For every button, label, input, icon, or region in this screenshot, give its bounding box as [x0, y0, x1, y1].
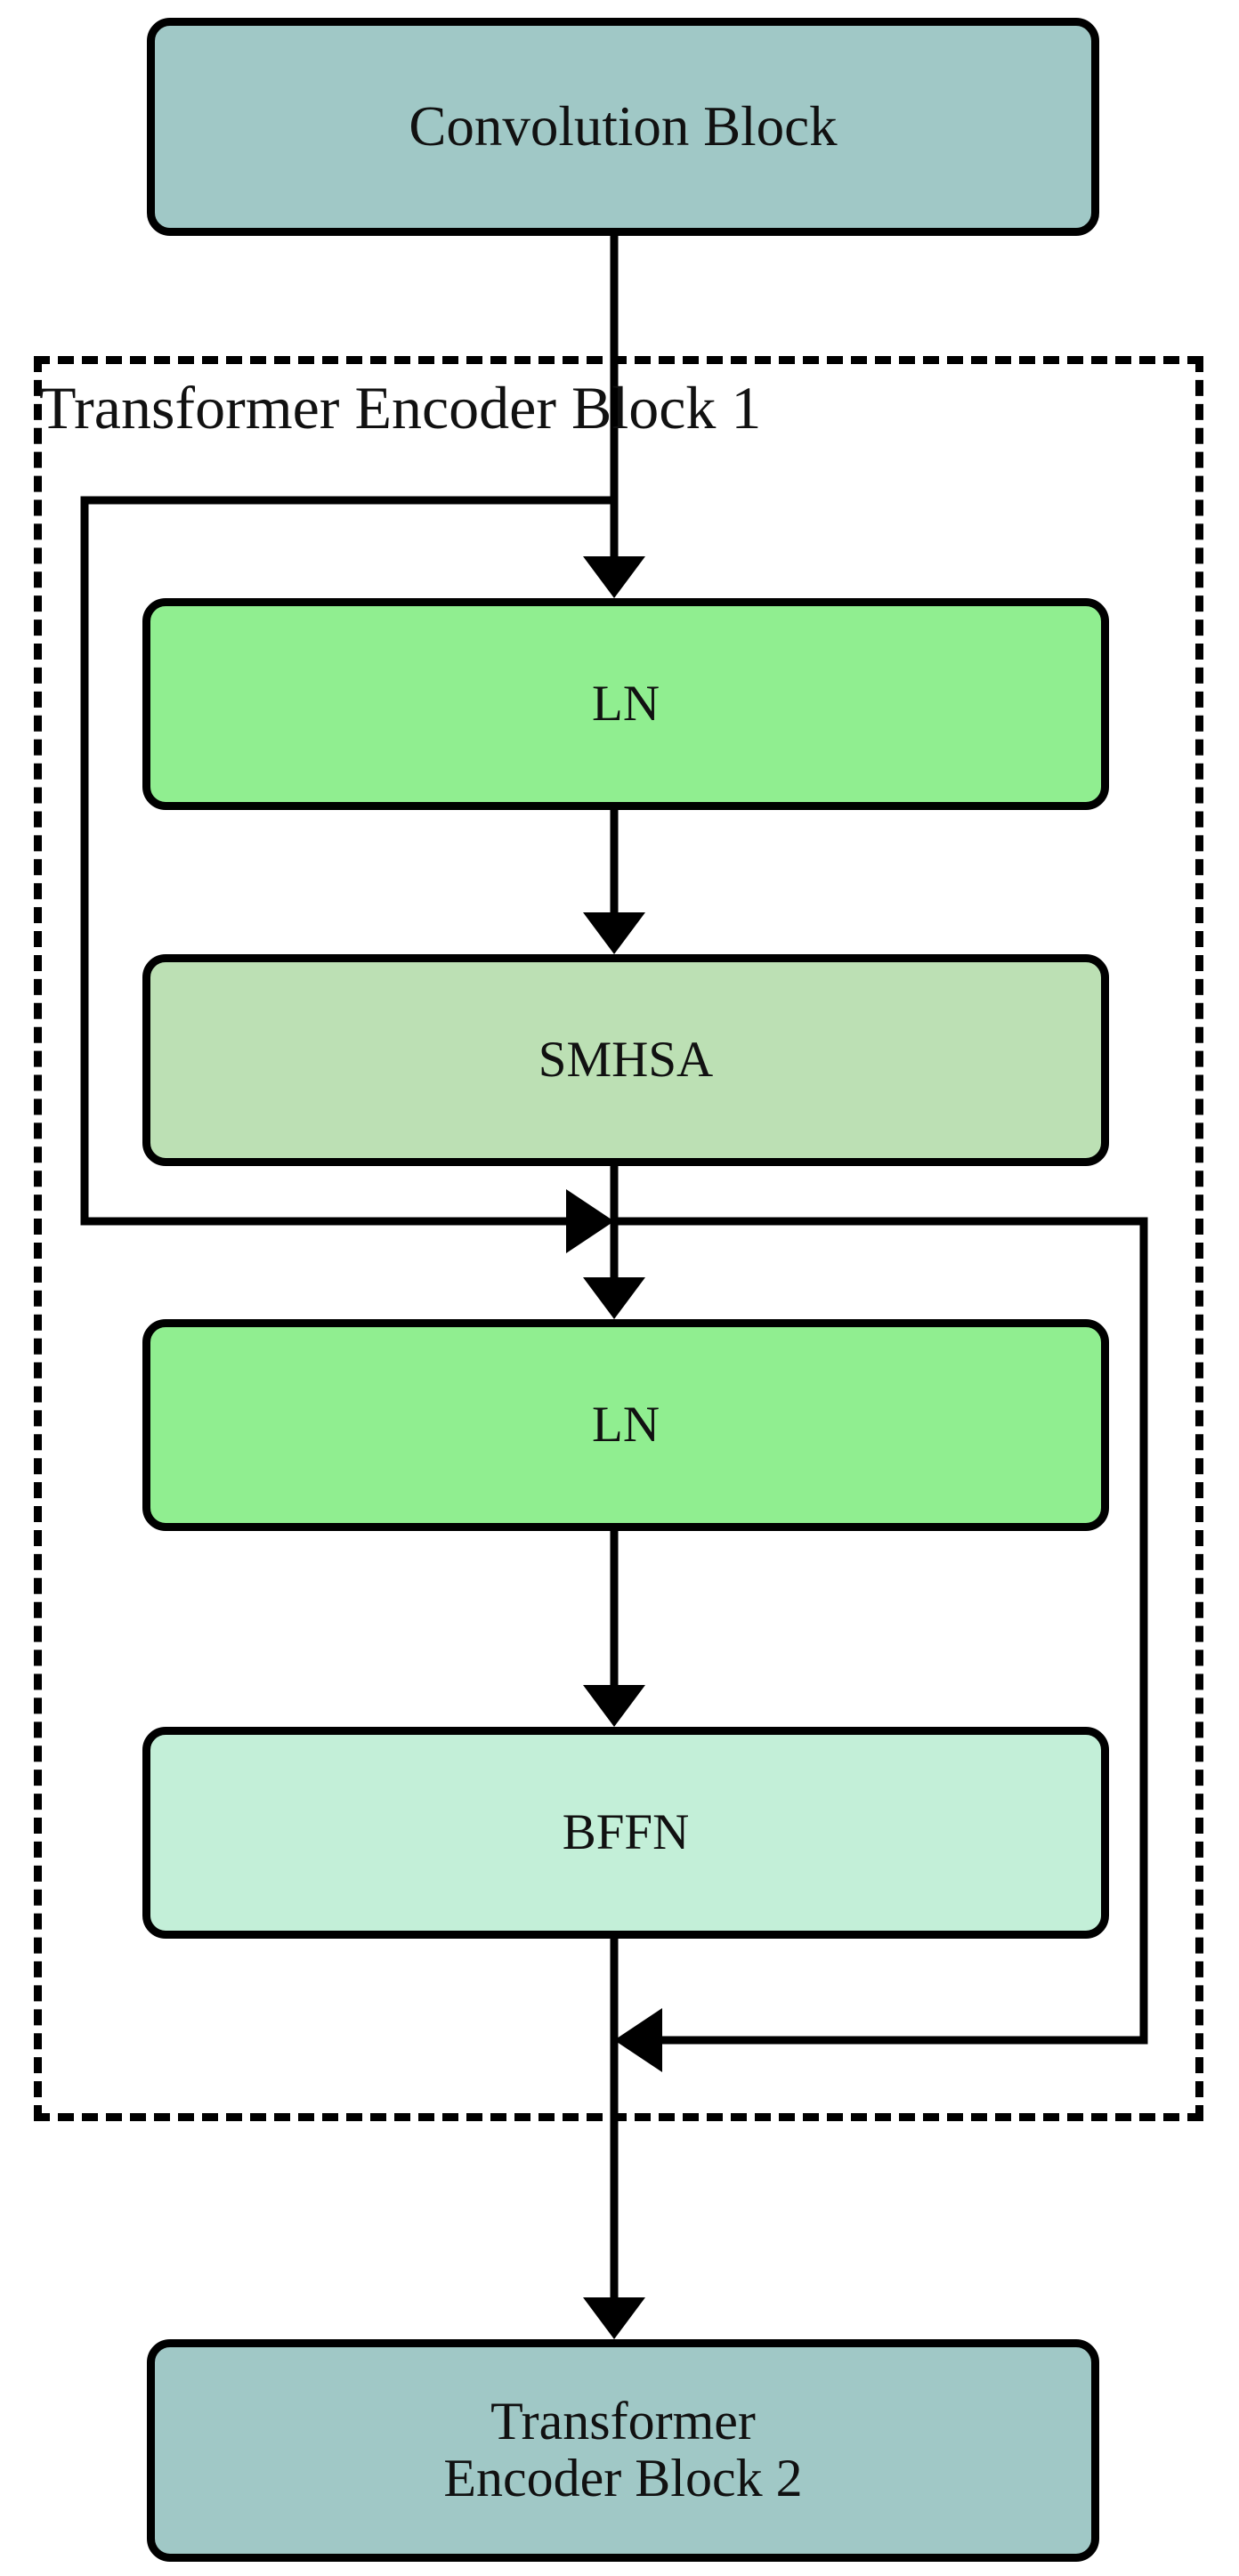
node-bffn[interactable]: BFFN — [142, 1727, 1109, 1939]
node-transformer-encoder-block-2-label: Transformer Encoder Block 2 — [443, 2392, 803, 2507]
transformer-encoder-block-1-group — [34, 356, 1203, 2121]
node-layer-norm-1-label: LN — [592, 675, 660, 732]
transformer-encoder-block-1-label: Transformer Encoder Block 1 — [39, 373, 762, 441]
node-convolution-block-label: Convolution Block — [409, 95, 838, 158]
node-bffn-label: BFFN — [562, 1803, 690, 1860]
node-layer-norm-1[interactable]: LN — [142, 598, 1109, 810]
node-convolution-block[interactable]: Convolution Block — [147, 18, 1099, 236]
node-layer-norm-2[interactable]: LN — [142, 1319, 1109, 1531]
node-transformer-encoder-block-2[interactable]: Transformer Encoder Block 2 — [147, 2339, 1099, 2562]
node-layer-norm-2-label: LN — [592, 1396, 660, 1453]
node-smhsa-label: SMHSA — [538, 1031, 714, 1088]
node-smhsa[interactable]: SMHSA — [142, 954, 1109, 1166]
